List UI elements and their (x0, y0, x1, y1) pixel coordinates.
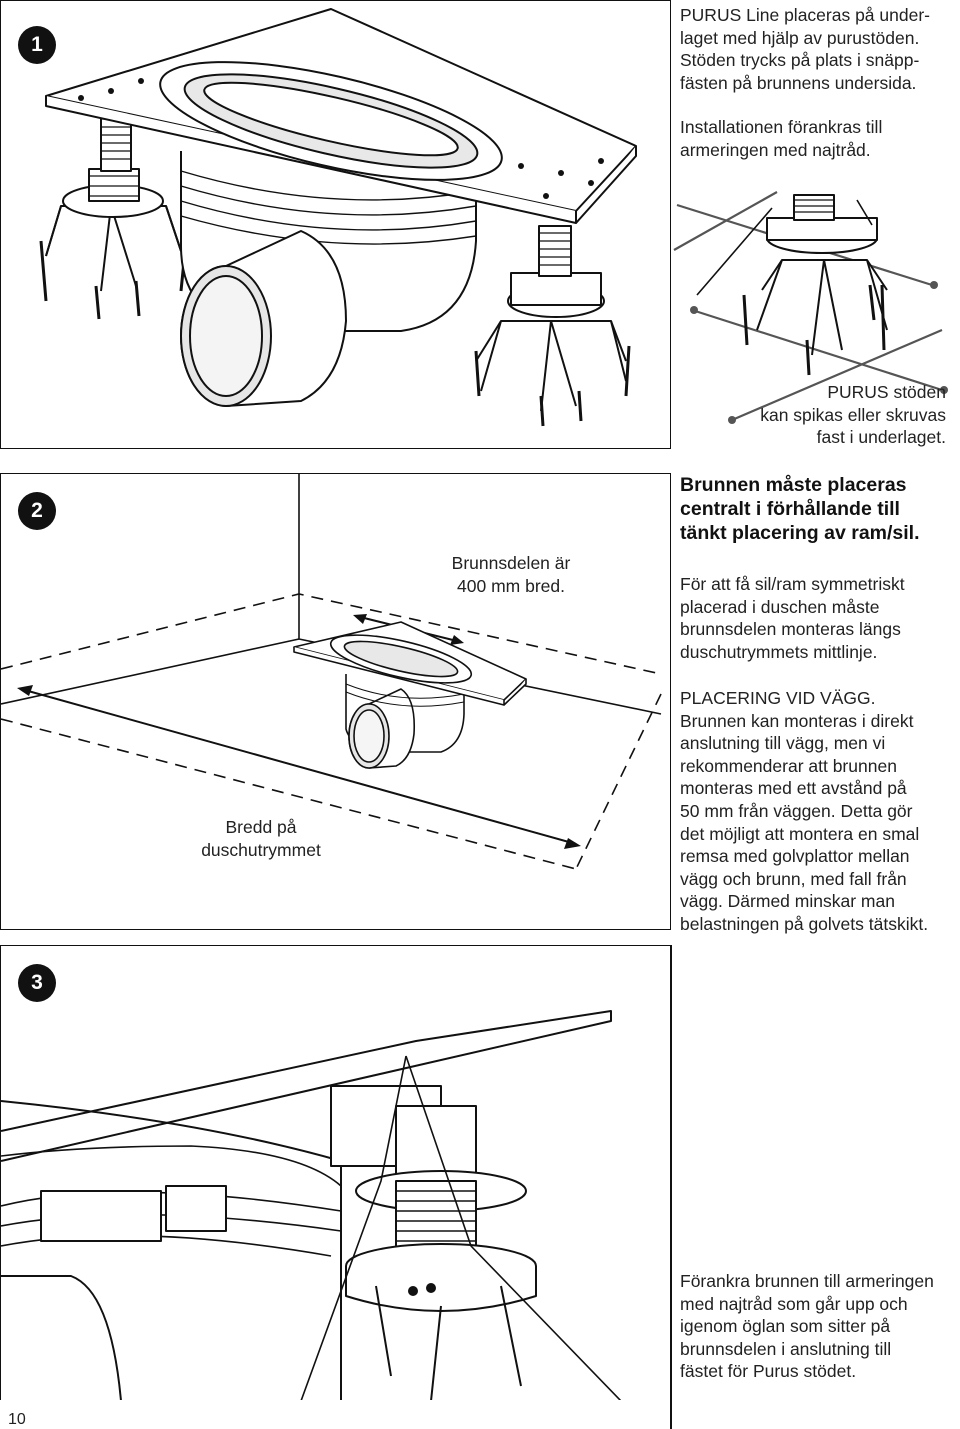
step2-heading-line: centralt i förhållande till (680, 498, 900, 520)
step2-paragraph-2: PLACERING VID VÄGG. Brunnen kan monteras… (680, 687, 960, 936)
step2-paragraph-1-line: brunnsdelen monteras längs (680, 619, 901, 640)
step1-text-b-line: Installationen förankras till (680, 117, 883, 137)
step2-illustration-frame: 2 Brunnsdelen är 400 mm bred. Bredd på d… (0, 473, 671, 930)
anchoring-closeup-illustration (1, 1010, 622, 1400)
step2-paragraph-1-line: För att få sil/ram symmetriskt (680, 574, 905, 594)
step3-text-line: brunnsdelen i anslutning till (680, 1338, 892, 1359)
step2-paragraph-2-line: PLACERING VID VÄGG. (680, 688, 876, 708)
label-room-width-line: duschutrymmet (201, 839, 321, 860)
step1-text-b-line: armeringen med najtråd. (680, 139, 871, 160)
step1-inset-caption: PURUS stöden kan spikas eller skruvas fa… (690, 381, 946, 449)
step3-text-line: fästet för Purus stödet. (680, 1361, 857, 1382)
step1-illustration-frame: 1 (0, 0, 671, 449)
step2-paragraph-2-line: vägg och brunn, med fall från (680, 868, 907, 889)
step2-paragraph-2-line: vägg. Därmed minskar man (680, 891, 895, 912)
step2-paragraph-2-line: belastningen på golvets tätskikt. (680, 913, 929, 934)
step2-paragraph-2-line: rekommenderar att brunnen (680, 755, 897, 776)
step3-right-border (670, 945, 672, 1429)
step1-text-a-line: Stöden trycks på plats i snäpp- (680, 50, 920, 71)
step2-heading: Brunnen måste placeras centralt i förhål… (680, 473, 958, 545)
label-drain-width-line: Brunnsdelen är (451, 553, 571, 573)
step1-text-a-line: fästen på brunnens undersida. (680, 72, 917, 93)
step2-paragraph-2-line: monteras med ett avstånd på (680, 778, 907, 799)
room-placement-illustration (1, 474, 662, 870)
step1-inset-caption-line: kan spikas eller skruvas (760, 404, 946, 425)
step2-heading-line: Brunnen måste placeras (680, 474, 907, 496)
drain-assembly-illustration (39, 8, 637, 427)
step3-text-line: igenom öglan som sitter på (680, 1316, 891, 1337)
step3-text-line: Förankra brunnen till armeringen (680, 1271, 934, 1291)
label-room-width-line: Bredd på (225, 817, 297, 837)
step1-badge: 1 (18, 26, 56, 64)
step2-paragraph-2-line: Brunnen kan monteras i direkt (680, 710, 914, 731)
step1-text-a: PURUS Line placeras på under- laget med … (680, 4, 958, 94)
rebar-support-inset-illustration (673, 191, 948, 424)
step3-text-line: med najtråd som går upp och (680, 1293, 908, 1314)
step2-paragraph-1-line: duschutrymmets mittlinje. (680, 641, 878, 662)
step1-inset-caption-line: PURUS stöden (827, 382, 946, 402)
step3-text: Förankra brunnen till armeringen med naj… (680, 1270, 960, 1383)
label-drain-width: Brunnsdelen är 400 mm bred. (426, 552, 596, 597)
step2-paragraph-2-line: 50 mm från väggen. Detta gör (680, 800, 913, 821)
step2-heading-line: tänkt placering av ram/sil. (680, 522, 920, 544)
step2-paragraph-2-line: remsa med golvplattor mellan (680, 846, 910, 867)
step1-inset-caption-line: fast i underlaget. (816, 427, 946, 448)
step1-text-a-line: laget med hjälp av purustöden. (680, 27, 920, 48)
page-number: 10 (8, 1411, 26, 1428)
label-room-width: Bredd på duschutrymmet (176, 816, 346, 861)
step2-badge: 2 (18, 492, 56, 530)
step1-text-a-line: PURUS Line placeras på under- (680, 5, 930, 25)
step3-illustration-frame: 3 (0, 945, 671, 1400)
step3-badge: 3 (18, 964, 56, 1002)
step2-paragraph-2-line: det möjligt att montera en smal (680, 823, 920, 844)
step2-paragraph-1-line: placerad i duschen måste (680, 596, 880, 617)
step2-paragraph-2-line: anslutning till vägg, men vi (680, 733, 886, 754)
label-drain-width-line: 400 mm bred. (457, 575, 565, 596)
step2-paragraph-1: För att få sil/ram symmetriskt placerad … (680, 573, 958, 663)
step1-text-b: Installationen förankras till armeringen… (680, 116, 958, 161)
